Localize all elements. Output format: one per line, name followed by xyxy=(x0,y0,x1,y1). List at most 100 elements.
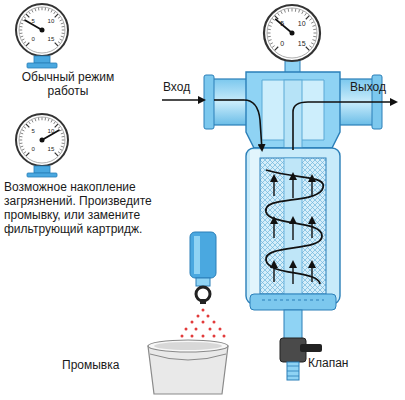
gauge-tick xyxy=(24,42,26,44)
gauge-tick xyxy=(32,120,33,122)
gauge-number: 5 xyxy=(31,18,34,24)
gauge-number: 0 xyxy=(280,39,284,46)
gauge-tick xyxy=(26,43,29,46)
gauge-tick xyxy=(48,119,50,122)
gauge-tick xyxy=(295,9,296,12)
gauge-tick xyxy=(62,140,65,141)
gauge-tick xyxy=(20,143,23,144)
gauge-tick xyxy=(268,36,271,37)
gauge-tick xyxy=(281,11,282,14)
gauge-number: 10 xyxy=(48,18,55,24)
gauge-tick xyxy=(306,47,310,51)
gauge-tick xyxy=(311,22,314,23)
gauge-tick xyxy=(35,119,37,122)
gauge-tick xyxy=(61,36,64,38)
gauge-tick xyxy=(268,33,271,34)
gauge-tick xyxy=(21,133,24,135)
gauge-tick xyxy=(55,43,58,46)
gauge-tick xyxy=(60,149,62,150)
gauge-tick xyxy=(298,10,300,13)
gauge-tick xyxy=(29,122,31,124)
gauge-number: 0 xyxy=(31,36,34,42)
gauge-tick xyxy=(312,25,315,27)
gauge-tick xyxy=(51,10,52,12)
outlet-label: Выход xyxy=(350,80,386,94)
gauge-tick xyxy=(24,17,26,19)
gauge-tick xyxy=(38,8,39,11)
gauge-tick xyxy=(54,12,56,14)
gauge-tick xyxy=(58,17,60,19)
gauge-tick xyxy=(21,146,24,148)
gauge-tick xyxy=(22,130,24,131)
gauge-tick xyxy=(268,29,271,30)
gauge-number: 10 xyxy=(298,20,306,27)
gauge-tick xyxy=(272,46,274,48)
gauge-tick xyxy=(269,39,272,41)
gauge-tick xyxy=(54,122,56,124)
status-note: Возможное накопление загрязнений. Произв… xyxy=(4,180,180,236)
gauge-tick xyxy=(42,7,43,10)
gauge-tick xyxy=(20,33,23,34)
gauge-tick xyxy=(20,26,23,27)
gauge-tick xyxy=(62,26,65,27)
gauge-tick xyxy=(29,12,31,14)
gauge-tick xyxy=(22,149,24,150)
gauge-tick xyxy=(305,13,307,15)
gauge-tick xyxy=(288,9,289,12)
gauge-tick xyxy=(58,127,60,129)
gauge-tick xyxy=(35,9,37,12)
gauge-tick xyxy=(61,23,64,25)
gauge-tick xyxy=(61,133,64,135)
gauge-tick xyxy=(55,14,58,17)
gauge-hub xyxy=(40,138,45,143)
gauge-tick xyxy=(42,117,43,120)
gauge-number: 15 xyxy=(48,146,55,152)
gauge-needle xyxy=(276,19,292,33)
gauge-tick xyxy=(55,153,58,156)
gauge-tick xyxy=(62,143,65,144)
gauge-tick xyxy=(60,130,62,131)
gauge-tick xyxy=(62,136,65,137)
gauge-hub xyxy=(40,28,45,33)
gauge-tick xyxy=(45,8,46,11)
gauge-tick xyxy=(270,22,273,23)
gauge-tick xyxy=(275,47,279,51)
gauge-number: 5 xyxy=(31,128,34,134)
gauge-tick xyxy=(55,124,58,127)
gauge-tick xyxy=(309,46,311,48)
flush-label: Промывка xyxy=(62,358,119,372)
gauge-number: 15 xyxy=(298,39,306,46)
gauge-hub xyxy=(290,31,295,36)
gauge-tick xyxy=(45,118,46,121)
gauge-tick xyxy=(19,140,22,141)
gauge-tick xyxy=(26,153,29,156)
status-note: Обычный режим работы xyxy=(20,70,116,98)
gauge-tick xyxy=(311,43,314,44)
gauge-tick xyxy=(284,10,286,13)
gauge-tick xyxy=(26,14,29,17)
gauge-tick xyxy=(272,19,274,21)
gauge-tick xyxy=(269,25,272,27)
gauge-tick xyxy=(19,30,22,31)
gauge-tick xyxy=(58,42,60,44)
valve-label: Клапан xyxy=(308,356,348,370)
gauge-tick xyxy=(21,23,24,25)
gauge-tick xyxy=(21,36,24,38)
gauge-tick xyxy=(62,33,65,34)
gauge-tick xyxy=(32,10,33,12)
gauge-tick xyxy=(58,152,60,154)
gauge-tick xyxy=(22,39,24,40)
gauge-tick xyxy=(60,39,62,40)
gauge-tick xyxy=(270,43,273,44)
gauge-tick xyxy=(302,11,303,14)
gauge-tick xyxy=(61,146,64,148)
gauge-tick xyxy=(20,136,23,137)
gauge-tick xyxy=(292,9,293,12)
gauge-tick xyxy=(24,152,26,154)
gauge-tick xyxy=(312,39,315,41)
gauge-tick xyxy=(22,20,24,21)
gauge-tick xyxy=(313,29,316,30)
gauge-tick xyxy=(38,118,39,121)
gauge-tick xyxy=(309,19,311,21)
